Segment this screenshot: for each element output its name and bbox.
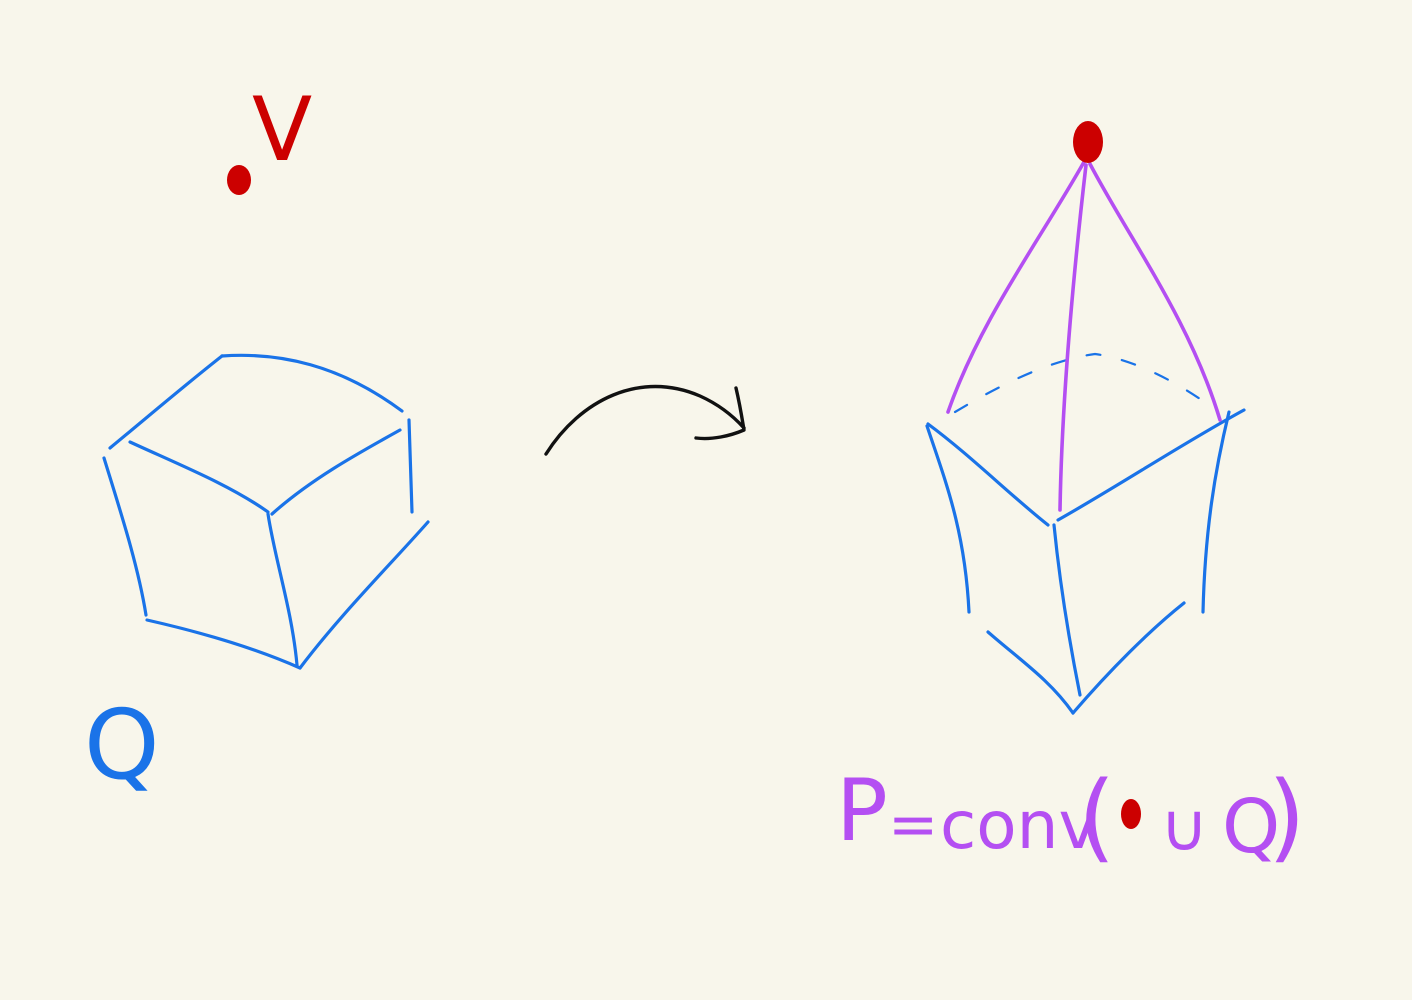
formula: P = conv ( ∪ Q ) (836, 761, 1305, 873)
point-v-label: V (252, 78, 312, 181)
formula-union: ∪ (1160, 789, 1208, 866)
formula-conv: conv (940, 787, 1098, 864)
formula-open-paren: ( (1078, 761, 1115, 873)
formula-point-dot (1121, 799, 1141, 829)
transform-arrow (544, 384, 746, 456)
cube-q-label: Q (84, 689, 160, 801)
cube-q (102, 353, 430, 670)
formula-p: P (836, 761, 888, 861)
apex-point-dot (1073, 121, 1103, 163)
point-v-group: V (227, 78, 312, 195)
formula-close-paren: ) (1268, 761, 1305, 873)
hull-p (925, 121, 1246, 715)
formula-q: Q (1222, 784, 1280, 870)
point-v-dot (227, 165, 251, 195)
formula-equals: = (888, 790, 938, 860)
